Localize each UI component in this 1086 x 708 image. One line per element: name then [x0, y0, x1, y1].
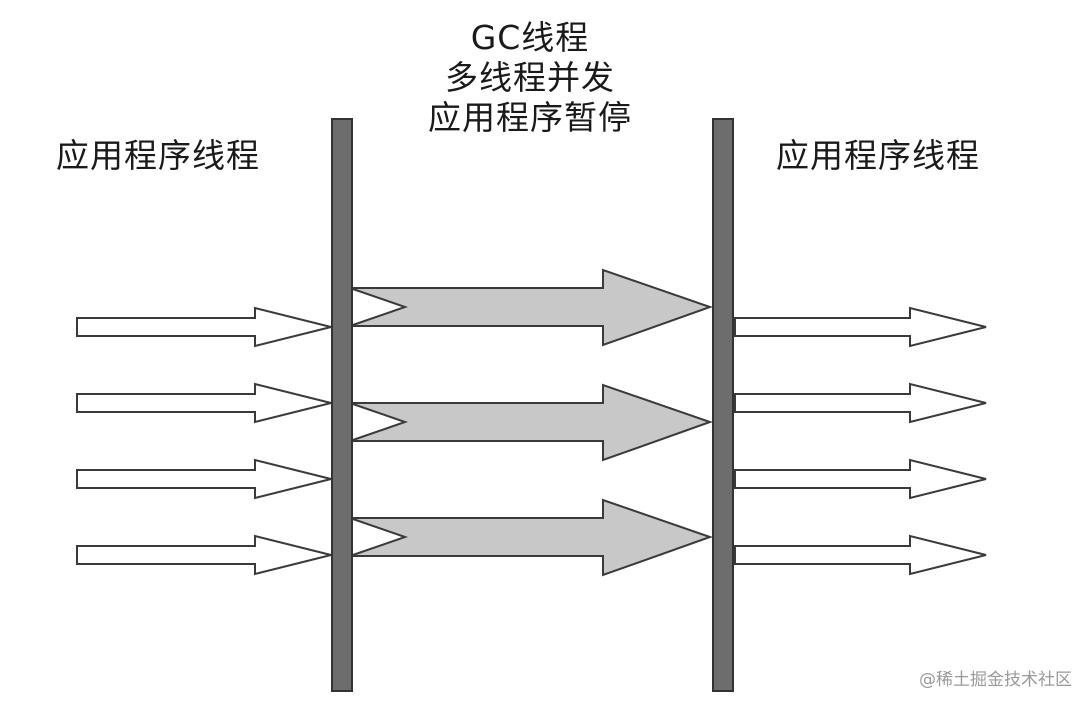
left-app-thread-arrow-2 — [76, 382, 332, 424]
left-app-thread-arrow-1 — [76, 306, 332, 348]
right-app-thread-arrows — [734, 306, 987, 576]
left-app-thread-label: 应用程序线程 — [56, 136, 260, 175]
left-app-thread-arrow-4 — [76, 534, 332, 576]
right-app-thread-arrow-2 — [734, 382, 987, 424]
left-app-thread-arrow-3 — [76, 458, 332, 500]
right-app-thread-arrow-1 — [734, 306, 987, 348]
right-app-thread-arrow-4 — [734, 534, 987, 576]
pause-end-barrier — [712, 118, 734, 692]
gc-thread-title: GC线程 — [470, 18, 590, 57]
gc-thread-arrow-2 — [349, 383, 714, 462]
gc-multithread-concurrent-text: 多线程并发 — [445, 58, 615, 97]
watermark: @稀土掘金技术社区 — [919, 670, 1072, 690]
gc-thread-arrows — [349, 268, 714, 577]
pause-start-barrier — [331, 118, 353, 692]
right-app-thread-arrow-3 — [734, 458, 987, 500]
left-app-thread-arrows — [76, 306, 332, 576]
gc-thread-caption: GC线程 多线程并发 应用程序暂停 — [380, 18, 680, 138]
gc-thread-arrow-3 — [349, 498, 714, 577]
gc-thread-arrow-1 — [349, 268, 714, 347]
right-app-thread-label: 应用程序线程 — [776, 136, 980, 175]
gc-app-pause-text: 应用程序暂停 — [428, 98, 632, 137]
